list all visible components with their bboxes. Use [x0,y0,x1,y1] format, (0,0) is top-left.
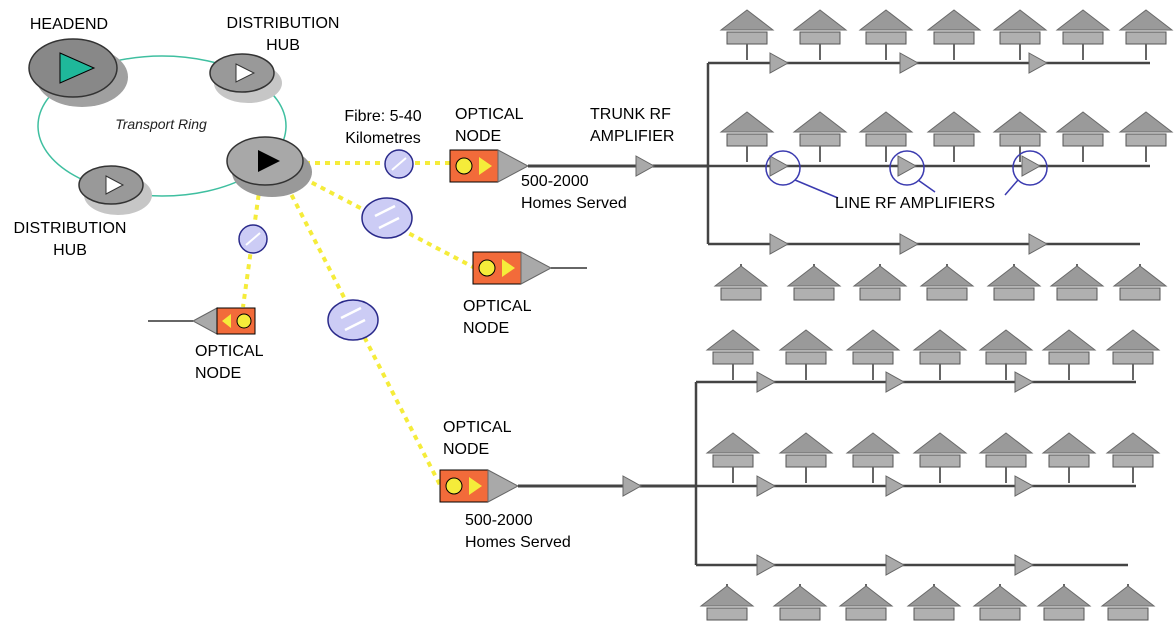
line-amplifier-icon [1014,371,1034,393]
line-amplifier-icon [769,155,789,177]
central-hub-icon [226,136,312,197]
optical-node-4-icon [439,469,520,503]
house-icon [859,9,913,61]
house-icon [987,263,1041,301]
house-icon [859,111,913,163]
fibre-splice-icon [384,149,414,179]
house-icon [913,432,967,484]
house-icon [1042,432,1096,484]
line-amplifier-icon [756,475,776,497]
line-amplifier-icon [1028,52,1048,74]
house-icon [1119,111,1173,163]
optical-node-2-label: OPTICAL [463,298,532,315]
optical-node-1-icon [449,149,530,183]
trunk-rf-amplifier-icon [635,155,655,177]
headend-label: HEADEND [30,16,108,33]
line-amplifier-icon [899,233,919,255]
homes-served-2-label-2: Homes Served [465,534,571,551]
optical-node-2-label-2: NODE [463,320,509,337]
house-icon [1119,9,1173,61]
optical-node-1-label: OPTICAL [455,106,524,123]
line-amplifier-icon [885,371,905,393]
house-icon [773,583,827,621]
line-amplifier-icon [897,155,917,177]
homes-served-2-label: 500-2000 [465,512,533,529]
line-amplifier-icon [756,554,776,576]
optical-node-4-label: OPTICAL [443,419,512,436]
distribution-hub-left-icon [78,165,152,215]
fibre-splice-large-icon [326,298,380,342]
house-icon [846,432,900,484]
house-icon [787,263,841,301]
house-icon [779,432,833,484]
optical-node-4-label-2: NODE [443,441,489,458]
line-amplifier-icon [756,371,776,393]
homes-served-1-label-2: Homes Served [521,195,627,212]
house-icon [853,263,907,301]
trunk-rf-label-2: AMPLIFIER [590,128,674,145]
house-icon [714,263,768,301]
fibre-label-2: Kilometres [345,130,421,147]
house-icon [1042,329,1096,381]
house-icon [907,583,961,621]
line-amplifier-icon [769,52,789,74]
line-rf-label: LINE RF AMPLIFIERS [835,195,995,212]
house-icon [973,583,1027,621]
distribution-hub-top-label: DISTRIBUTION [227,15,340,32]
house-icon [1101,583,1155,621]
optical-node-2-icon [472,251,587,285]
optical-node-1-label-2: NODE [455,128,501,145]
line-rf-highlight [765,150,1048,199]
house-icon [706,329,760,381]
house-icon [720,9,774,61]
line-amplifier-icon [769,233,789,255]
house-icon [920,263,974,301]
house-icon [846,329,900,381]
house-icon [700,583,754,621]
house-icon [793,9,847,61]
house-icon [993,9,1047,61]
distribution-hub-top-label-2: HUB [266,37,300,54]
house-icon [927,111,981,163]
optical-node-3-label: OPTICAL [195,343,264,360]
distribution-hub-top-icon [209,53,282,103]
line-amplifier-icon [899,52,919,74]
house-icon [1056,111,1110,163]
house-icon [913,329,967,381]
fibre-label: Fibre: 5-40 [344,108,421,125]
house-icon [979,329,1033,381]
house-icon [793,111,847,163]
line-amplifier-icon [885,475,905,497]
headend-icon [28,38,128,107]
trunk-rf-label: TRUNK RF [590,106,671,123]
transport-ring [37,55,287,197]
house-icon [839,583,893,621]
house-icon [1050,263,1104,301]
house-icon [779,329,833,381]
house-icon [979,432,1033,484]
line-amplifier-icon [1028,233,1048,255]
fibre-splice-large-icon [360,196,414,240]
transport-ring-label: Transport Ring [115,116,207,132]
line-amplifier-icon [885,554,905,576]
fibre-splice-icon [238,224,268,254]
house-icon [1106,432,1160,484]
distribution-hub-left-label-2: HUB [53,242,87,259]
trunk-rf-amplifier-icon [622,475,642,497]
line-amplifier-icon [1021,155,1041,177]
house-icon [1037,583,1091,621]
distribution-hub-left-label: DISTRIBUTION [14,220,127,237]
house-icon [1106,329,1160,381]
house-icon [720,111,774,163]
house-icon [927,9,981,61]
line-amplifier-icon [1014,554,1034,576]
house-icon [1113,263,1167,301]
homes-served-1-label: 500-2000 [521,173,589,190]
line-amplifier-icon [1014,475,1034,497]
optical-node-3-icon [148,307,256,335]
house-icon [706,432,760,484]
optical-node-3-label-2: NODE [195,365,241,382]
house-icon [1056,9,1110,61]
